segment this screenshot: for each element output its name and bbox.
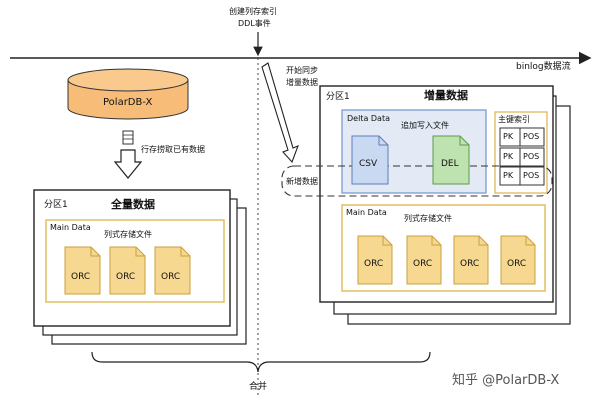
right-orc-file-3 xyxy=(453,235,489,285)
delta-data-label: Delta Data xyxy=(347,114,390,123)
merge-label: 合并 xyxy=(249,382,268,392)
left-orc-file-1 xyxy=(64,246,101,295)
new-data-band xyxy=(281,165,553,197)
pos-cell-1: POS xyxy=(523,132,540,141)
pk-cell-2: PK xyxy=(503,152,514,161)
del-file-label: DEL xyxy=(441,159,459,169)
new-data-label: 新增数据 xyxy=(286,177,318,186)
ddl-event-label-line2: DDL事件 xyxy=(238,19,271,28)
csv-file xyxy=(351,135,389,185)
merge-brace xyxy=(91,351,431,373)
zhihu-watermark: 知乎 @PolarDB-X xyxy=(452,373,560,388)
left-main-data-label: Main Data xyxy=(50,223,91,232)
binlog-stream-label: binlog数据流 xyxy=(516,62,571,72)
right-orc-label-2: ORC xyxy=(413,259,433,269)
sync-down-arrow xyxy=(261,62,299,164)
row-store-icon xyxy=(122,130,134,145)
left-orc-label-1: ORC xyxy=(71,272,91,282)
right-main-data-label: Main Data xyxy=(346,208,387,217)
csv-file-label: CSV xyxy=(359,159,378,169)
pos-cell-2: POS xyxy=(523,152,540,161)
left-orc-label-3: ORC xyxy=(161,272,181,282)
left-partition-label: 分区1 xyxy=(44,200,68,210)
pk-cell-1: PK xyxy=(503,132,514,141)
pos-cell-3: POS xyxy=(523,171,540,180)
del-file xyxy=(432,135,470,185)
left-orc-file-2 xyxy=(109,246,146,295)
pk-index-label: 主键索引 xyxy=(498,115,530,124)
polardb-x-cylinder xyxy=(67,68,189,120)
pk-cell-3: PK xyxy=(503,171,514,180)
sync-label-line1: 开始同步 xyxy=(286,66,318,75)
right-orc-label-3: ORC xyxy=(460,259,480,269)
pk-table-grid xyxy=(499,127,545,186)
extract-existing-label: 行存捞取已有数据 xyxy=(141,145,205,154)
right-orc-file-4 xyxy=(500,235,536,285)
left-orc-label-2: ORC xyxy=(116,272,136,282)
right-orc-label-4: ORC xyxy=(507,259,527,269)
right-partition-label: 分区1 xyxy=(326,92,350,102)
right-orc-file-2 xyxy=(406,235,442,285)
right-orc-label-1: ORC xyxy=(364,259,384,269)
left-file-type-label: 列式存储文件 xyxy=(104,230,152,239)
extract-down-arrow xyxy=(113,149,143,179)
append-write-label: 追加写入文件 xyxy=(401,121,449,130)
left-orc-file-3 xyxy=(154,246,191,295)
polardb-x-label: PolarDB-X xyxy=(103,97,153,108)
right-panel-title: 增量数据 xyxy=(424,89,468,102)
ddl-event-label-line1: 创建列存索引 xyxy=(229,7,277,16)
sync-label-line2: 增量数据 xyxy=(286,78,318,87)
left-panel-title: 全量数据 xyxy=(111,198,155,211)
right-orc-file-1 xyxy=(357,235,393,285)
right-file-type-label: 列式存储文件 xyxy=(404,214,452,223)
